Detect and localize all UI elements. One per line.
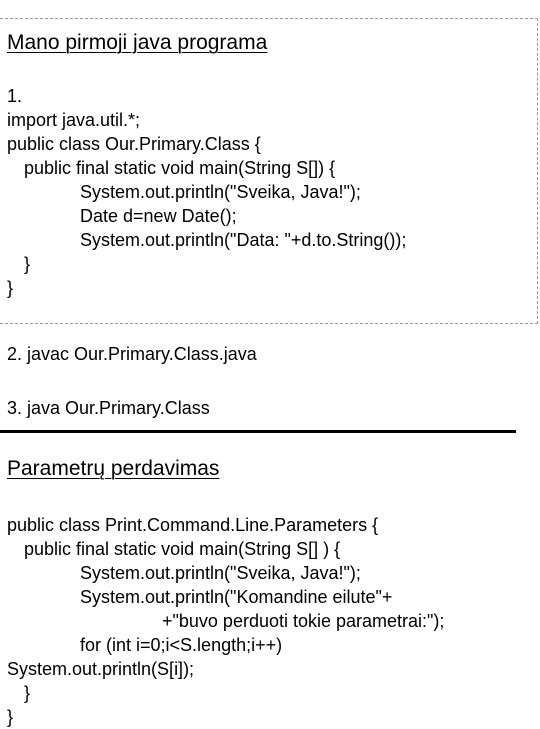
- code-line: for (int i=0;i<S.length;i++): [80, 635, 283, 655]
- code-line: 1.: [7, 86, 23, 106]
- code-line: public final static void main(String S[]…: [24, 539, 341, 559]
- code-line: }: [24, 683, 31, 703]
- section-divider: [0, 430, 516, 433]
- code-line: public class Our.Primary.Class {: [7, 134, 261, 154]
- code-line: }: [7, 278, 14, 298]
- code-line: public class Print.Command.Line.Paramete…: [7, 515, 379, 535]
- code-line: System.out.println("Komandine eilute"+: [80, 587, 393, 607]
- code-line: +"buvo perduoti tokie parametrai:");: [162, 611, 445, 631]
- code-line: System.out.println("Data: "+d.to.String(…: [80, 230, 407, 250]
- code-line: System.out.println("Sveika, Java!");: [80, 563, 361, 583]
- code-frame: [0, 18, 538, 324]
- code-line: System.out.println("Sveika, Java!");: [80, 182, 361, 202]
- code-line: System.out.println(S[i]);: [7, 659, 195, 679]
- code-line: Date d=new Date();: [80, 206, 237, 226]
- run-step: 3. java Our.Primary.Class: [7, 398, 210, 418]
- code-line: }: [24, 254, 31, 274]
- code-line: import java.util.*;: [7, 110, 141, 130]
- section-title-first-program: Mano pirmoji java programa: [7, 31, 268, 54]
- code-line: }: [7, 707, 14, 727]
- compile-step: 2. javac Our.Primary.Class.java: [7, 344, 257, 364]
- section-title-parameters: Parametrų perdavimas: [7, 457, 220, 480]
- code-line: public final static void main(String S[]…: [24, 158, 336, 178]
